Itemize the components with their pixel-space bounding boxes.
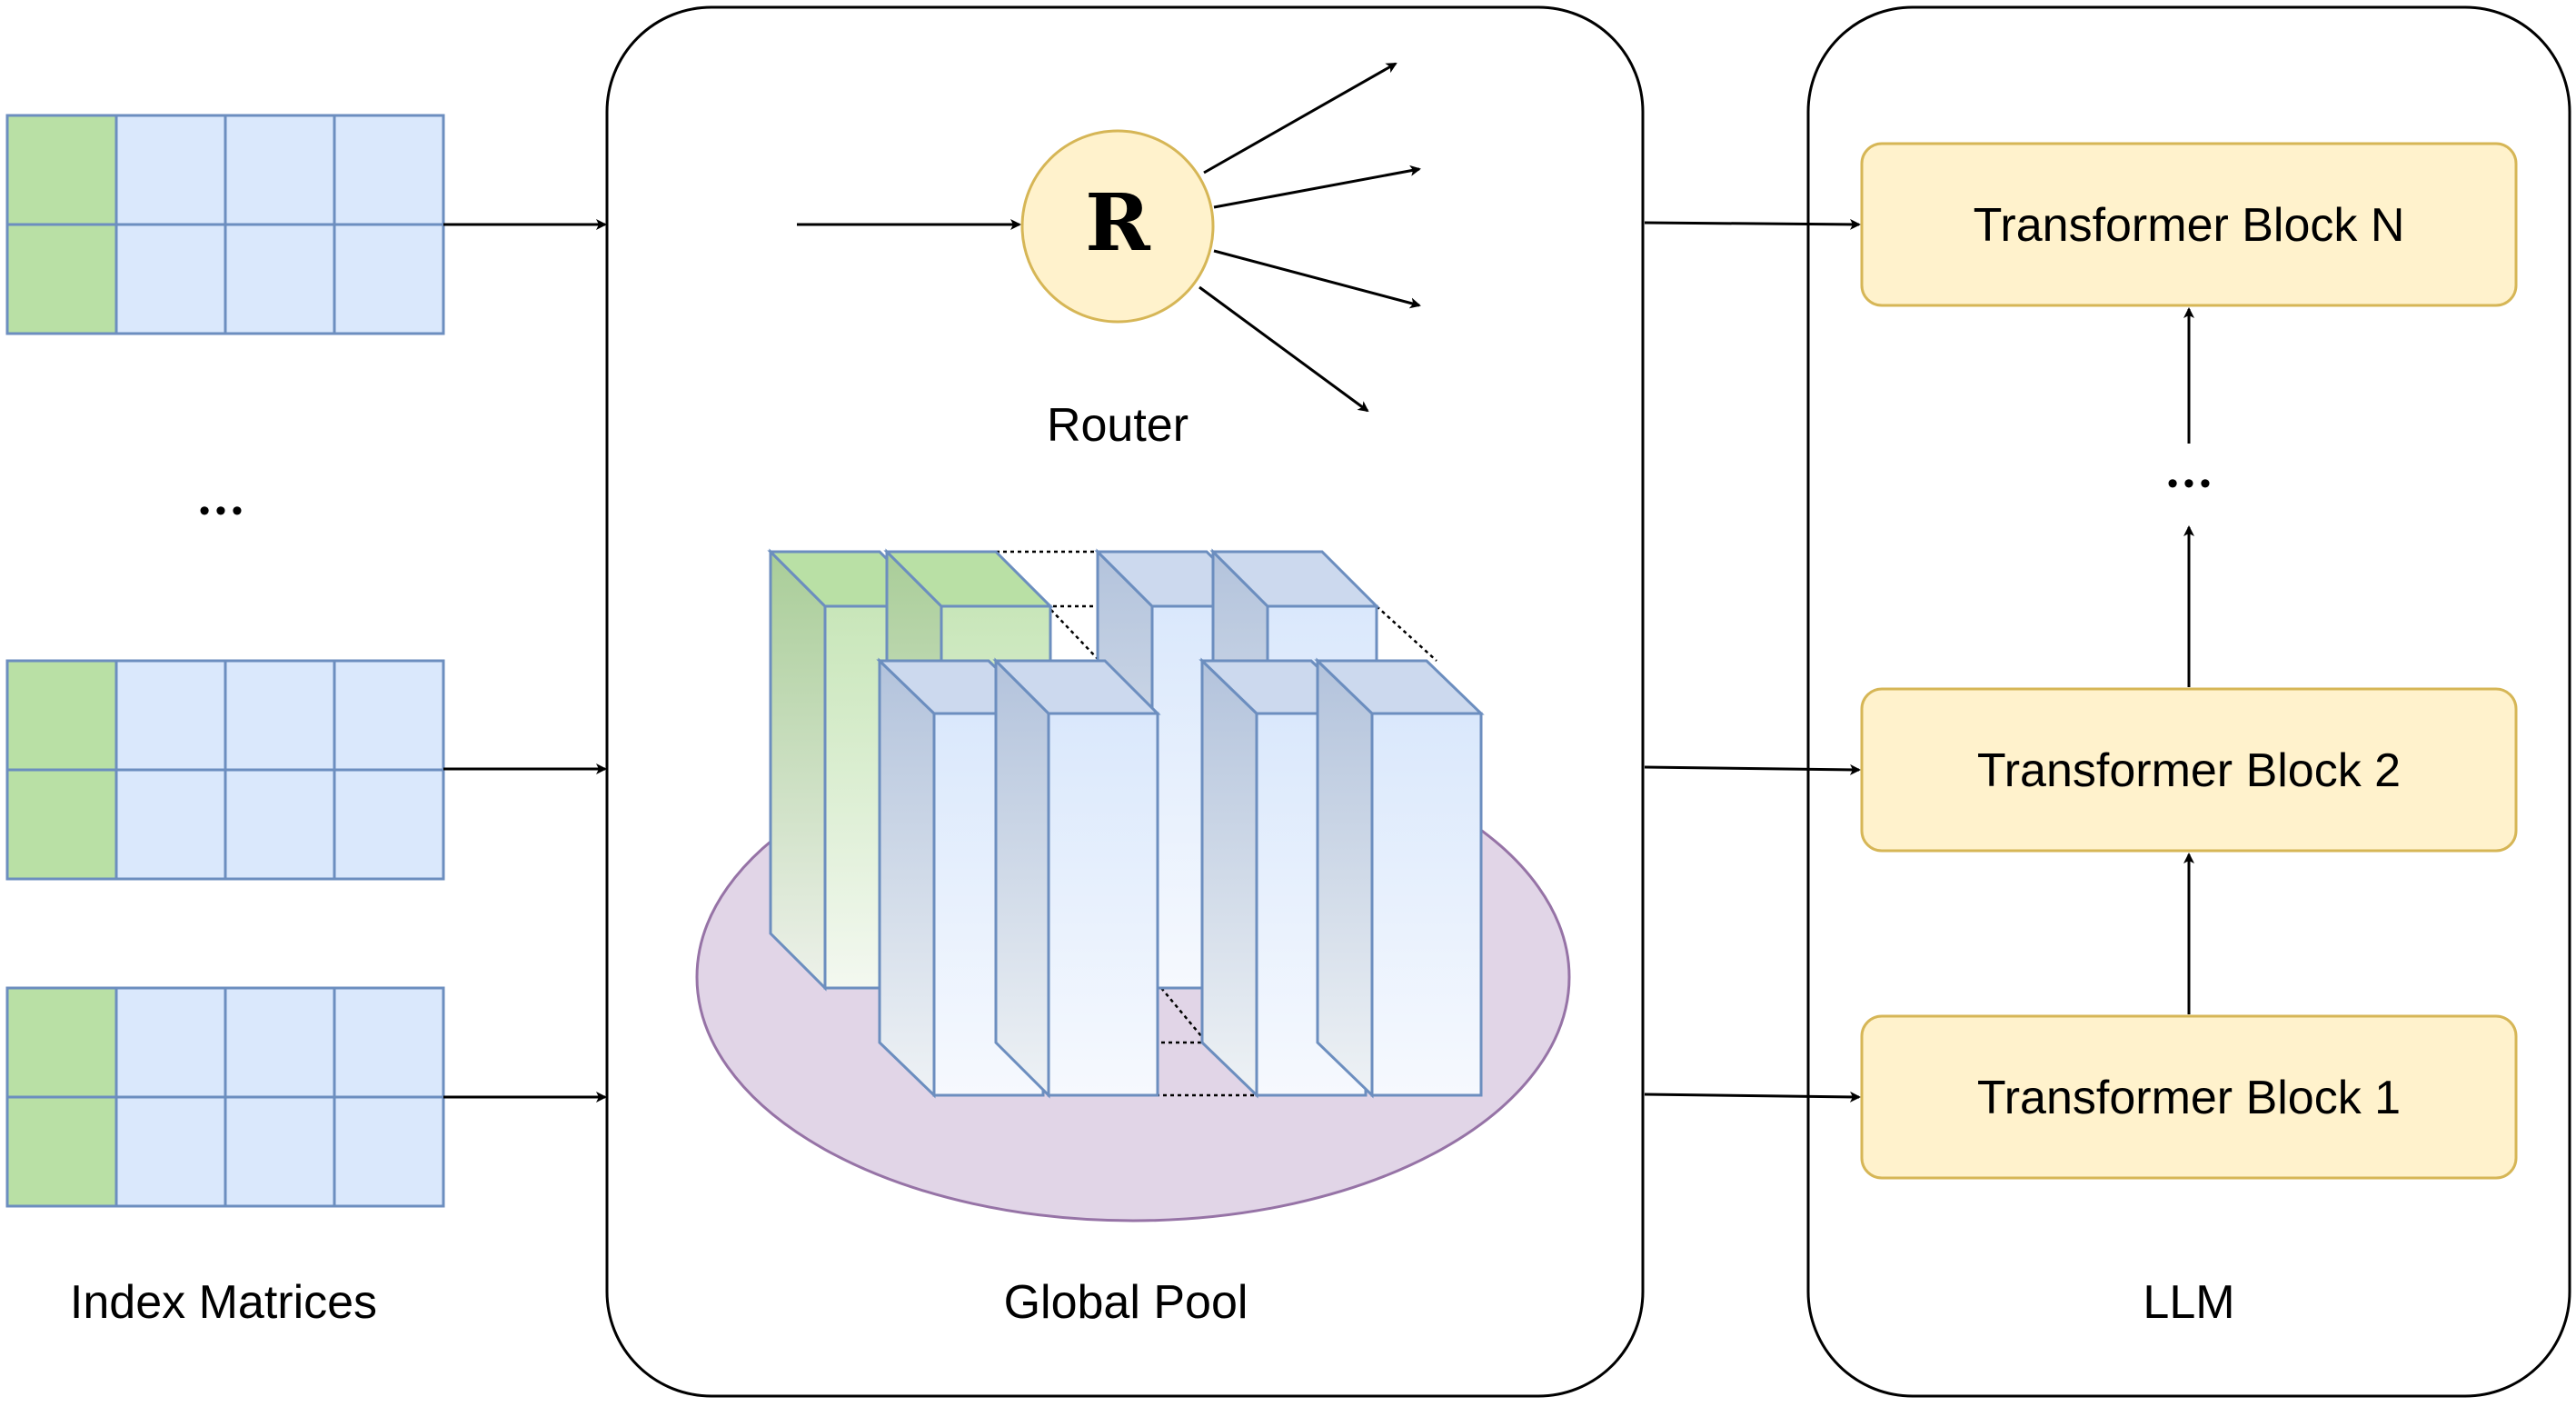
matrix-cell (5, 659, 118, 772)
router-output-arrow-3 (1213, 249, 1421, 309)
router-output-arrow-2 (1213, 165, 1421, 209)
matrix-cell (114, 986, 227, 1099)
matrix-cell (333, 114, 445, 226)
router-node (1020, 129, 1215, 324)
matrix-cell (5, 223, 118, 335)
matrix-cell (333, 986, 445, 1099)
expert-cuboids (767, 548, 1485, 1099)
router-symbol: R (1085, 177, 1150, 269)
index-matrices-label: Index Matrices (70, 1276, 377, 1329)
router-output-arrow-1 (1203, 62, 1397, 175)
transformer-block-label: Transformer Block 2 (1977, 744, 2401, 797)
transformer-block-label: Transformer Block 1 (1977, 1072, 2401, 1124)
matrix-cell (224, 659, 336, 772)
matrix-cell (333, 768, 445, 881)
transformer-block-label: Transformer Block N (1974, 199, 2405, 252)
transformer-block-2: Transformer Block 2 (1860, 687, 2518, 853)
matrix-cell (224, 114, 336, 226)
matrix-cell (224, 986, 336, 1099)
index-matrices (5, 114, 445, 1208)
expert-cuboid (1314, 657, 1485, 1099)
matrix-cell (114, 659, 227, 772)
pool-to-block-n-arrow (1644, 218, 1861, 230)
index-matrix (5, 986, 445, 1208)
global-pool-label: Global Pool (1004, 1276, 1248, 1329)
matrices-ellipsis: ••• (199, 494, 248, 528)
pool-to-block-2-arrow (1644, 763, 1861, 775)
matrix-cell (114, 768, 227, 881)
matrix-cell (224, 768, 336, 881)
matrix-cell (224, 1095, 336, 1208)
expert-cuboid (992, 657, 1161, 1099)
index-matrix (5, 659, 445, 881)
index-matrix (5, 114, 445, 335)
matrix-cell (5, 114, 118, 226)
matrix-cell (224, 223, 336, 335)
matrix-cell (333, 223, 445, 335)
router-output-arrow-4 (1198, 285, 1369, 413)
matrix-cell (333, 1095, 445, 1208)
llm-ellipsis: ••• (2167, 466, 2216, 501)
matrix-cell (114, 114, 227, 226)
matrix-cell (5, 768, 118, 881)
router-label: Router (1047, 399, 1189, 452)
matrix-cell (5, 1095, 118, 1208)
transformer-block-n: Transformer Block N (1860, 142, 2518, 307)
matrix-cell (5, 986, 118, 1099)
pool-to-block-1-arrow (1644, 1091, 1861, 1103)
matrix-cell (114, 1095, 227, 1208)
transformer-block-1: Transformer Block 1 (1860, 1014, 2518, 1180)
matrix-cell (333, 659, 445, 772)
llm-label: LLM (2143, 1276, 2234, 1329)
matrix-cell (114, 223, 227, 335)
